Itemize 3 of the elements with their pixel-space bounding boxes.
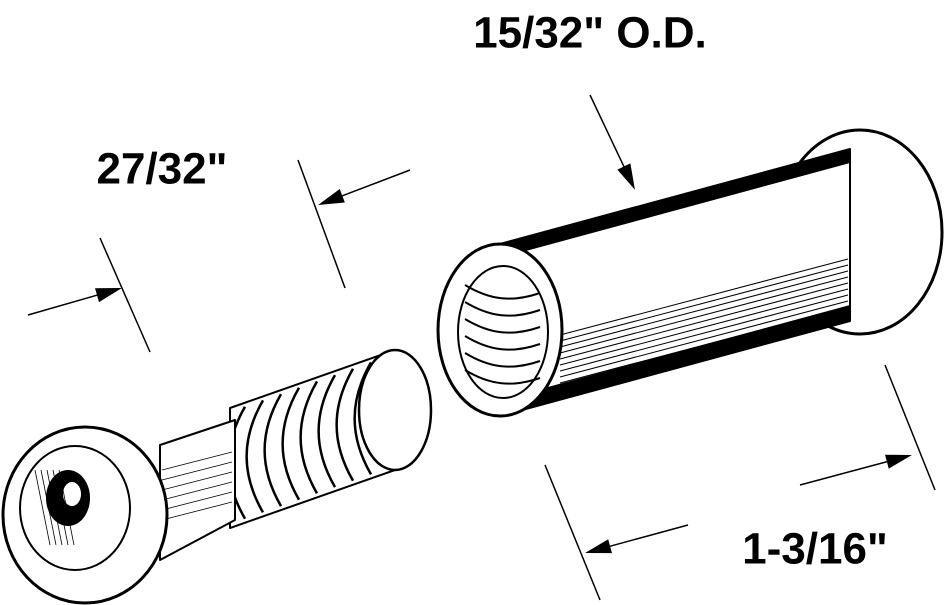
dimension-label: 1-3/16": [744, 532, 885, 564]
dimension-label: 15/32" O.D.: [476, 16, 704, 48]
dimension-label: 27/32": [98, 152, 225, 184]
